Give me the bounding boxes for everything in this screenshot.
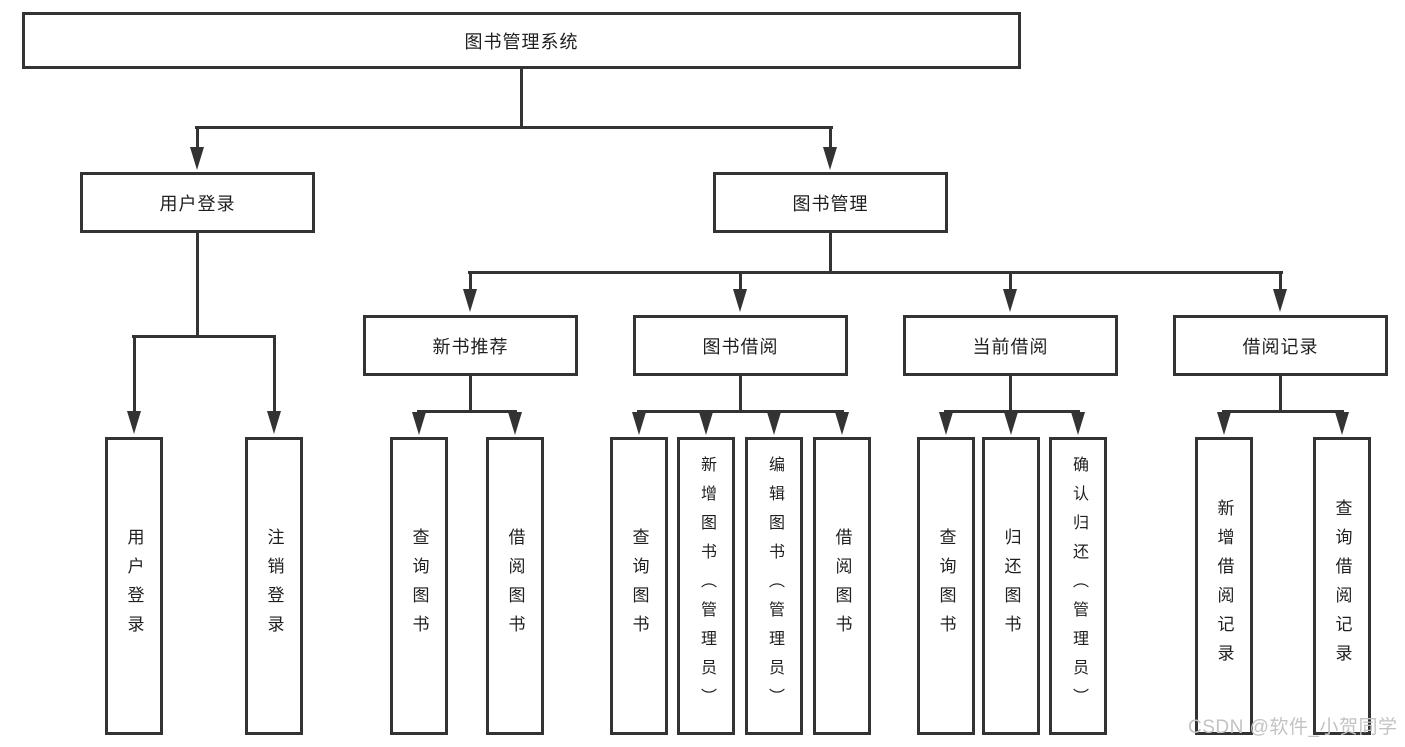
node-current-borrow-label: 当前借阅	[972, 336, 1049, 357]
arrowhead-down-icon	[699, 412, 713, 435]
node-current-borrow: 当前借阅	[903, 315, 1118, 376]
leaf-query-books-1: 查询图书	[390, 437, 448, 735]
leaf-query-books-3-label: 查询图书	[936, 528, 956, 644]
leaf-edit-book-admin: 编辑图书（管理员）	[745, 437, 803, 735]
leaf-confirm-return-admin: 确认归还（管理员）	[1049, 437, 1107, 735]
arrowhead-down-icon	[939, 412, 953, 435]
leaf-borrow-books-1: 借阅图书	[486, 437, 544, 735]
arrowhead-down-icon	[823, 147, 837, 170]
connector-current-borrow-splitter	[944, 410, 1080, 413]
leaf-query-books-3: 查询图书	[917, 437, 975, 735]
connector-book-management-stem	[829, 233, 832, 274]
leaf-user-login: 用户登录	[105, 437, 163, 735]
leaf-borrow-books-2-label: 借阅图书	[832, 528, 852, 644]
node-book-management-label: 图书管理	[792, 193, 869, 214]
leaf-borrow-books-2: 借阅图书	[813, 437, 871, 735]
connector-borrow-records-stem	[1279, 376, 1282, 412]
connector-arrow-shaft	[273, 335, 276, 413]
leaf-edit-book-admin-label: 编辑图书（管理员）	[766, 455, 783, 717]
csdn-watermark: CSDN @软件_小贺同学	[1188, 717, 1398, 738]
leaf-query-borrow-record-label: 查询借阅记录	[1332, 499, 1352, 673]
connector-user-login-splitter	[132, 335, 276, 338]
leaf-return-book-label: 归还图书	[1001, 528, 1021, 644]
connector-arrow-shaft	[1279, 271, 1282, 291]
arrowhead-down-icon	[190, 147, 204, 170]
node-user-login-label: 用户登录	[159, 193, 236, 214]
leaf-add-borrow-record: 新增借阅记录	[1195, 437, 1253, 735]
arrowhead-down-icon	[1071, 412, 1085, 435]
leaf-borrow-books-1-label: 借阅图书	[505, 528, 525, 644]
connector-book-borrow-splitter	[637, 410, 844, 413]
arrowhead-down-icon	[1335, 412, 1349, 435]
node-new-book-recommend-label: 新书推荐	[432, 336, 509, 357]
node-user-login: 用户登录	[80, 172, 315, 233]
arrowhead-down-icon	[463, 289, 477, 312]
arrowhead-down-icon	[632, 412, 646, 435]
arrowhead-down-icon	[733, 289, 747, 312]
arrowhead-down-icon	[767, 412, 781, 435]
arrowhead-down-icon	[1273, 289, 1287, 312]
connector-current-borrow-stem	[1009, 376, 1012, 412]
connector-arrow-shaft	[739, 271, 742, 291]
leaf-logout-label: 注销登录	[264, 528, 284, 644]
connector-arrow-shaft	[829, 126, 832, 149]
connector-arrow-shaft	[1009, 271, 1012, 291]
node-book-borrow-label: 图书借阅	[702, 336, 779, 357]
node-new-book-recommend: 新书推荐	[363, 315, 578, 376]
leaf-confirm-return-admin-label: 确认归还（管理员）	[1070, 455, 1087, 717]
node-root: 图书管理系统	[22, 12, 1021, 69]
leaf-logout: 注销登录	[245, 437, 303, 735]
connector-borrow-records-splitter	[1222, 410, 1344, 413]
leaf-add-borrow-record-label: 新增借阅记录	[1214, 499, 1234, 673]
leaf-query-books-2: 查询图书	[610, 437, 668, 735]
connector-new-book-splitter	[417, 410, 517, 413]
node-borrow-records-label: 借阅记录	[1242, 336, 1319, 357]
leaf-query-books-1-label: 查询图书	[409, 528, 429, 644]
connector-arrow-shaft	[196, 126, 199, 149]
arrowhead-down-icon	[1217, 412, 1231, 435]
connector-root-stem	[520, 69, 523, 128]
arrowhead-down-icon	[835, 412, 849, 435]
node-borrow-records: 借阅记录	[1173, 315, 1388, 376]
leaf-return-book: 归还图书	[982, 437, 1040, 735]
node-root-label: 图书管理系统	[464, 31, 579, 52]
arrowhead-down-icon	[127, 411, 141, 434]
connector-book-borrow-stem	[739, 376, 742, 412]
arrowhead-down-icon	[267, 411, 281, 434]
node-book-management: 图书管理	[713, 172, 948, 233]
leaf-add-book-admin-label: 新增图书（管理员）	[698, 455, 715, 717]
leaf-query-books-2-label: 查询图书	[629, 528, 649, 644]
leaf-query-borrow-record: 查询借阅记录	[1313, 437, 1371, 735]
arrowhead-down-icon	[412, 412, 426, 435]
connector-book-management-splitter	[468, 271, 1283, 274]
connector-arrow-shaft	[133, 335, 136, 413]
arrowhead-down-icon	[508, 412, 522, 435]
connector-arrow-shaft	[469, 271, 472, 291]
connector-new-book-stem	[469, 376, 472, 412]
arrowhead-down-icon	[1003, 289, 1017, 312]
arrowhead-down-icon	[1004, 412, 1018, 435]
leaf-add-book-admin: 新增图书（管理员）	[677, 437, 735, 735]
node-book-borrow: 图书借阅	[633, 315, 848, 376]
connector-user-login-stem	[196, 233, 199, 337]
connector-root-splitter	[195, 126, 833, 129]
leaf-user-login-label: 用户登录	[124, 528, 144, 644]
